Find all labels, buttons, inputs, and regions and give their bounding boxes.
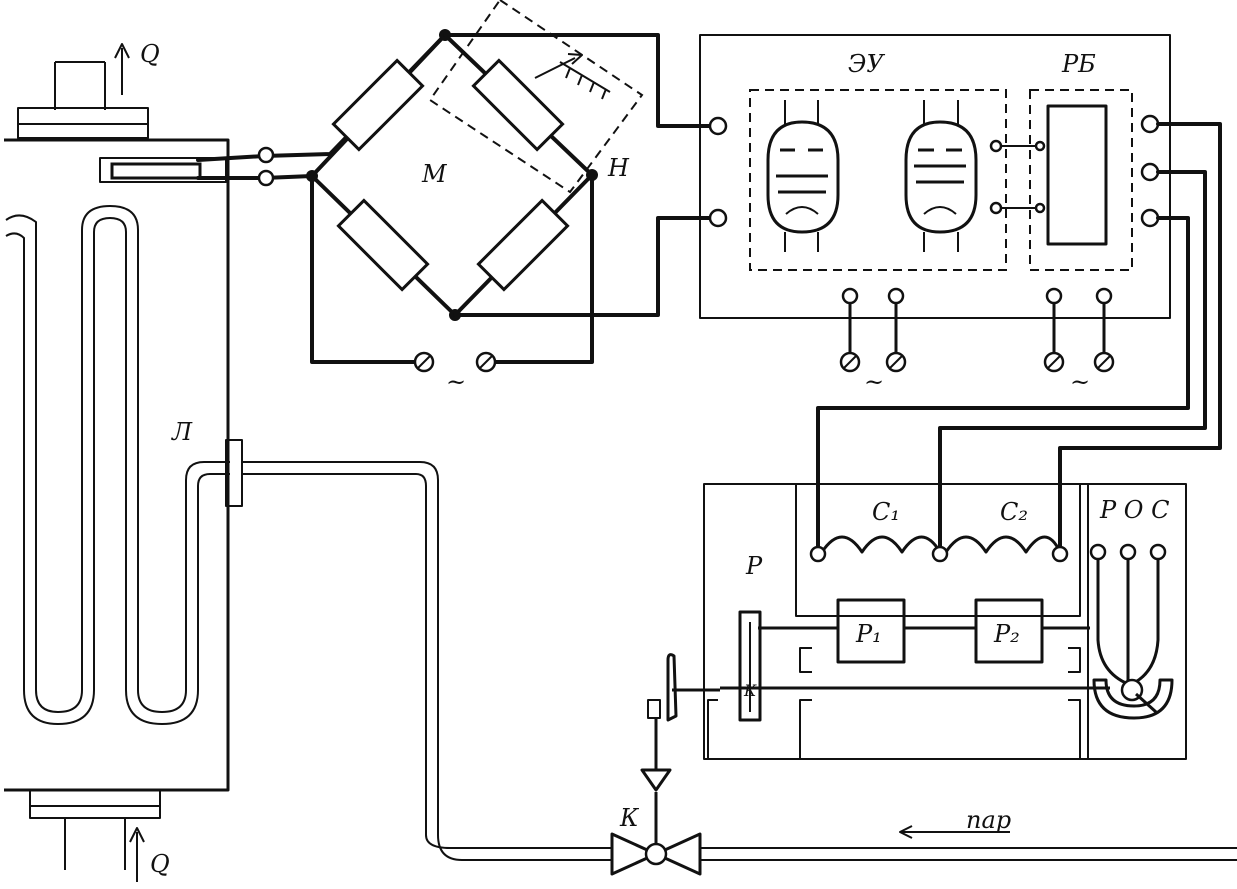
outflow-arrow-icon <box>114 43 130 95</box>
label-coil-c1: C₁ <box>872 498 900 526</box>
bottom-flange-2 <box>29 805 161 819</box>
slidewire-enclosure <box>428 0 644 194</box>
steam-line <box>700 847 1237 861</box>
bridge-supply-wires <box>310 173 594 364</box>
relay-p2 <box>974 598 1044 664</box>
motor-coil-c2 <box>944 535 1062 554</box>
amp-to-rb-links <box>998 145 1040 209</box>
sensor-lead-2 <box>196 174 314 180</box>
amplifier-cabinet <box>699 34 1171 373</box>
motor-compartment <box>795 484 1081 617</box>
rb-to-common-wire <box>938 170 1207 550</box>
inlet-pipe <box>64 818 126 870</box>
amp-out-terminal-1 <box>989 139 1003 153</box>
top-flange-2 <box>17 123 149 139</box>
vacuum-tube-2 <box>904 100 978 252</box>
pipeline <box>242 461 1237 861</box>
valve-stem-hub <box>644 842 668 866</box>
rb-to-c1-wire <box>816 216 1190 550</box>
label-q-out: Q <box>140 40 160 68</box>
coil-inner <box>5 217 230 725</box>
coil-terminal-1 <box>809 545 827 563</box>
valve-body-right <box>654 832 702 876</box>
pipe-outer <box>242 461 612 861</box>
exchanger-shell <box>4 138 230 792</box>
relay-brackets <box>799 647 1081 673</box>
rb-in-terminal-1 <box>1034 140 1046 152</box>
amp-input-terminal-2 <box>708 208 728 228</box>
motor-coil-c1 <box>820 535 942 554</box>
label-exchanger: Л <box>171 418 193 446</box>
pipe-inner <box>242 473 612 849</box>
valve-body-left <box>610 832 658 876</box>
regulator-cabinet-frame <box>703 483 1187 760</box>
amplifier-enclosure <box>749 89 1007 271</box>
regulator-cabinet <box>703 483 1187 760</box>
rb-to-c2-wire <box>1058 122 1222 550</box>
rb-output-terminal-3 <box>1140 208 1160 228</box>
label-amplifier: ЭУ <box>848 50 885 78</box>
relay-block-enclosure <box>1029 89 1133 271</box>
label-steam: пар <box>966 806 1011 834</box>
sensor-resistor <box>110 162 202 180</box>
rb-output-terminal-2 <box>1140 162 1160 182</box>
bottom-flange <box>29 789 161 807</box>
amp-out-terminal-2 <box>989 201 1003 215</box>
label-relay-block: РБ <box>1061 50 1096 78</box>
bridge-output-2 <box>453 216 714 317</box>
vacuum-tube-1 <box>766 100 840 252</box>
label-relay-p2: P₂ <box>993 620 1020 648</box>
bridge-output-1 <box>443 33 714 128</box>
label-mode-switch: Р О С <box>1099 496 1169 524</box>
label-ac-amp: ~ <box>864 368 884 396</box>
measuring-bridge <box>196 0 714 373</box>
sensor-terminal-2 <box>257 169 275 187</box>
rb-output-terminal-1 <box>1140 114 1160 134</box>
slidewire-scale <box>559 61 611 100</box>
label-bridge-node: Н <box>607 154 630 182</box>
bridge-resistor-left-top <box>331 58 425 152</box>
bridge-diamond <box>310 33 594 317</box>
mode-switch <box>1089 543 1174 720</box>
rb-in-terminal-2 <box>1034 202 1046 214</box>
relay-block-coil <box>1046 104 1108 246</box>
valve-actuator <box>640 768 672 792</box>
label-valve: К <box>619 804 640 832</box>
gear-brackets <box>707 699 1081 759</box>
amp-input-terminal-1 <box>708 116 728 136</box>
label-ac-bridge: ~ <box>446 368 466 396</box>
label-relay-p1: P₁ <box>855 620 882 648</box>
heat-exchanger <box>4 43 243 882</box>
label-q-in: Q <box>150 850 170 878</box>
sensor-pocket <box>99 157 227 183</box>
amplifier-supply <box>839 287 1115 373</box>
outlet-pipe <box>54 61 106 110</box>
sensor-terminal-1 <box>257 146 275 164</box>
label-bridge: М <box>421 160 448 188</box>
bridge-resistor-left-bottom <box>336 198 430 292</box>
slidewire-arrow-icon <box>534 53 583 79</box>
label-coil-c2: C₂ <box>1000 498 1028 526</box>
label-ac-rb: ~ <box>1070 368 1090 396</box>
coil-terminal-common <box>931 545 949 563</box>
amplifier-cabinet-frame <box>699 34 1171 319</box>
coil-outer <box>5 205 230 713</box>
coil-terminal-2 <box>1051 545 1069 563</box>
inflow-arrow-icon <box>129 827 145 882</box>
valve-lever <box>666 653 678 722</box>
label-regulator: Р <box>745 552 763 580</box>
supply-screw-slots <box>417 355 493 369</box>
steam-arrow-icon <box>899 825 1010 839</box>
label-contact-k: К <box>743 681 757 700</box>
valve-coupling <box>647 699 661 719</box>
top-flange <box>17 107 149 125</box>
bridge-resistor-right-bottom <box>476 198 570 292</box>
bridge-resistor-right-top <box>471 58 565 152</box>
feedback-slider <box>738 610 762 722</box>
control-valve <box>610 653 720 876</box>
relay-p1 <box>836 598 906 664</box>
